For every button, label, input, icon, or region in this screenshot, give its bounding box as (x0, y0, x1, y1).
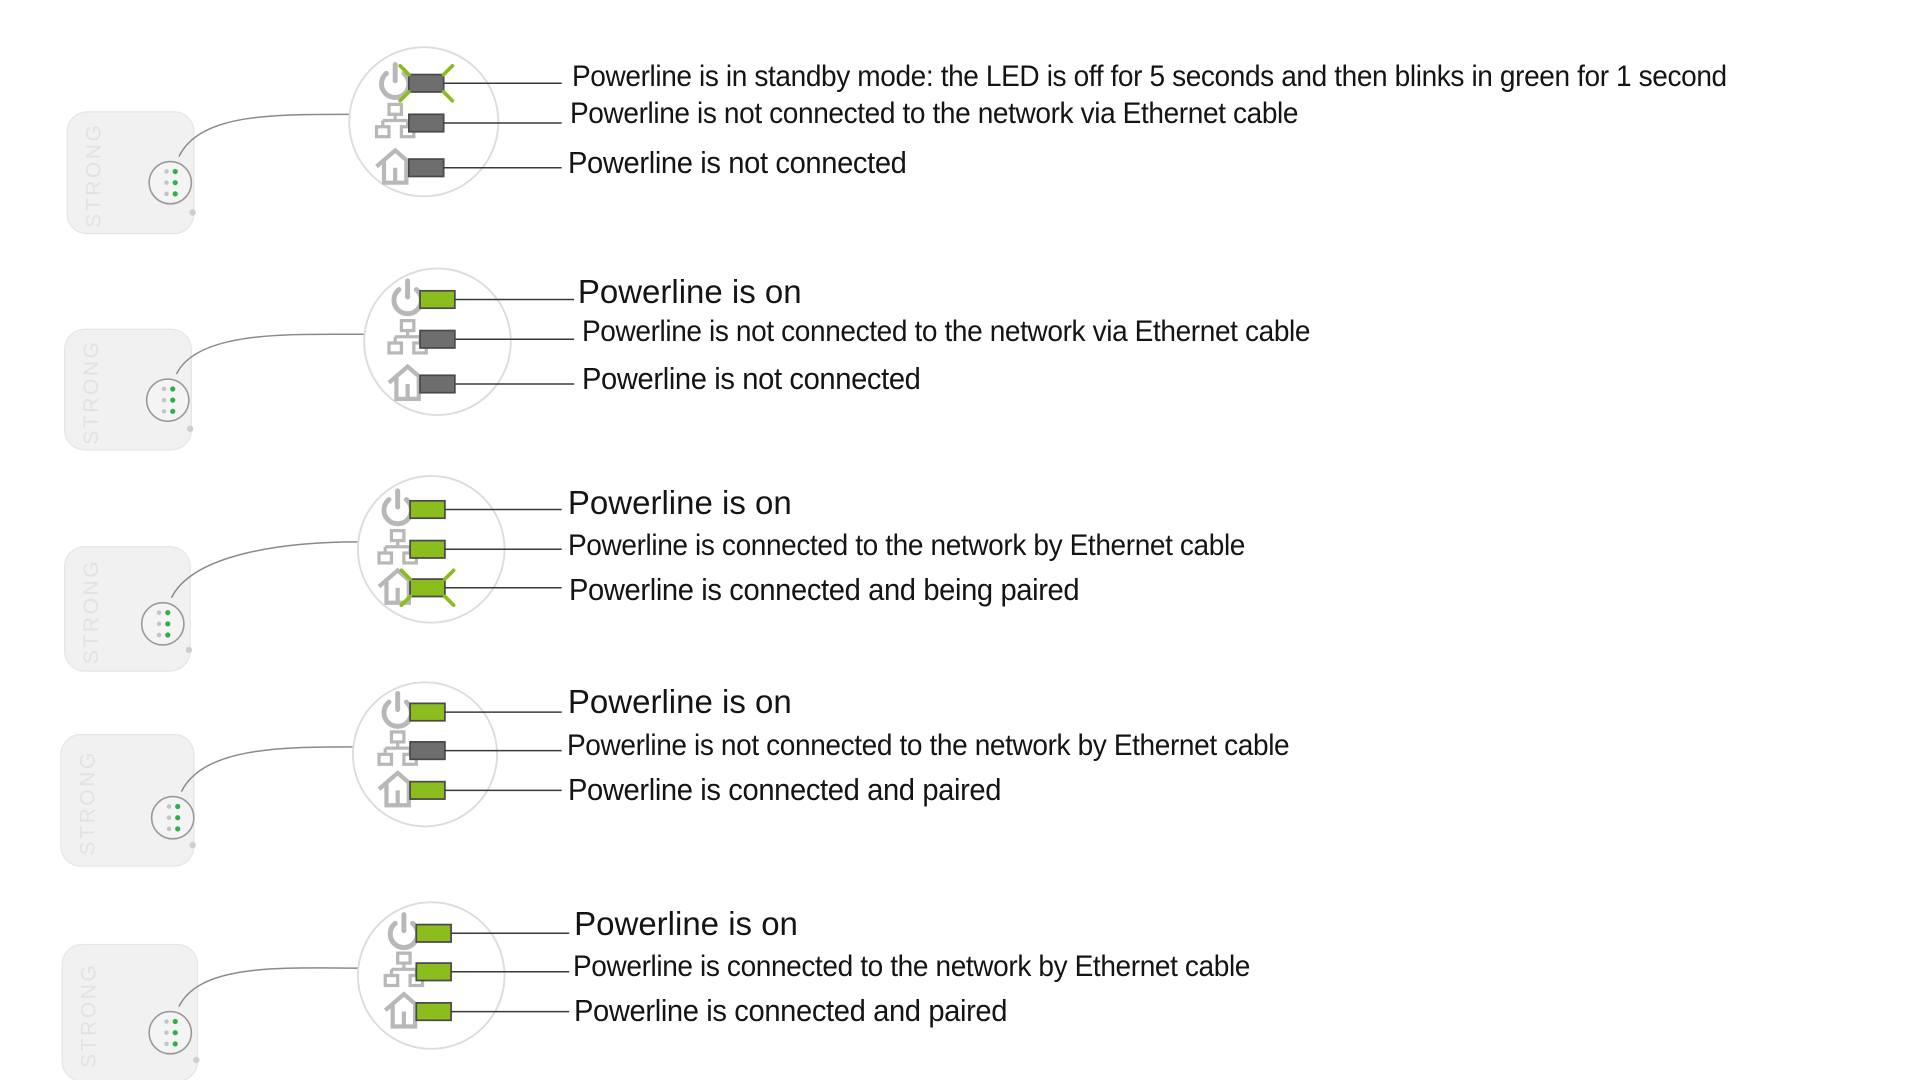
device-led-icon-dot (164, 1041, 169, 1047)
status-row: STRONG (60, 681, 562, 867)
device-led-panel (148, 1010, 193, 1055)
callout-line (180, 746, 353, 792)
led-status-label: Powerline is connected to the network by… (572, 949, 1250, 983)
device-led-dot (175, 815, 181, 821)
callout-line (178, 113, 350, 157)
device-led-dot (170, 397, 176, 403)
device-led-icon-dot (164, 169, 169, 174)
device-button (186, 425, 194, 432)
device-button (193, 1056, 200, 1064)
led-indicator (415, 1002, 452, 1022)
powerline-device (66, 111, 195, 235)
led-indicator (419, 329, 456, 349)
led-status-label: Powerline is connected to the network by… (567, 528, 1245, 562)
blink-mark (398, 64, 411, 77)
led-status-label: Powerline is connected and paired (567, 772, 1001, 808)
brand-watermark: STRONG (78, 963, 101, 1068)
blink-mark (441, 64, 455, 77)
device-button (189, 841, 196, 849)
blink-mark (398, 90, 411, 103)
led-status-label: Powerline is on (574, 905, 798, 943)
brand-watermark: STRONG (80, 339, 103, 444)
device-led-dot (172, 1018, 178, 1025)
device-led-dot (172, 1030, 178, 1036)
status-row: STRONG (66, 46, 562, 235)
device-led-icon-dot (166, 815, 172, 820)
led-indicator (409, 741, 446, 761)
callout-line (170, 541, 358, 599)
device-button (185, 646, 193, 654)
device-led-icon-dot (166, 826, 172, 832)
device-led-dot (172, 191, 178, 197)
device-led-icon-dot (164, 191, 169, 197)
led-status-label: Powerline is not connected (581, 360, 921, 396)
status-row: STRONG (64, 475, 562, 672)
led-indicator (409, 539, 446, 559)
device-led-dot (165, 610, 171, 616)
device-led-icon-dot (161, 409, 167, 414)
diagram-scaled-group: STRONG STRONG STRONG STRONG STRONG (60, 46, 575, 1080)
led-indicator (409, 702, 446, 722)
led-status-label: Powerline is not connected (567, 144, 907, 180)
device-led-dot (170, 386, 176, 392)
led-indicator (407, 73, 445, 93)
device-led-dot (165, 621, 171, 627)
device-button (189, 209, 196, 216)
led-indicator (415, 923, 452, 943)
device-led-panel (148, 160, 193, 205)
device-led-dot (170, 408, 176, 414)
led-indicator (409, 578, 446, 598)
blink-mark (399, 594, 412, 608)
device-led-icon-dot (156, 632, 162, 638)
callout-line (178, 967, 358, 1007)
device-led-dot (175, 826, 181, 832)
device-led-icon-dot (156, 621, 162, 627)
led-indicator (407, 113, 445, 133)
led-indicator (415, 962, 452, 982)
led-indicator (409, 780, 446, 800)
device-led-panel (140, 601, 185, 646)
brand-watermark: STRONG (76, 750, 99, 855)
device-led-dot (172, 180, 178, 186)
device-led-dot (172, 1041, 178, 1047)
led-status-label: Powerline is connected and being paired (569, 572, 1080, 608)
device-led-icon-dot (164, 1030, 169, 1035)
brand-watermark: STRONG (83, 123, 106, 228)
device-led-panel (150, 795, 195, 840)
led-status-label: Powerline is not connected to the networ… (581, 314, 1310, 348)
device-led-icon-dot (164, 1019, 169, 1024)
led-indicator (419, 374, 456, 394)
brand-watermark: STRONG (80, 559, 103, 664)
led-status-label: Powerline is not connected to the networ… (566, 728, 1290, 762)
led-indicator (409, 499, 446, 520)
blink-mark (443, 594, 456, 608)
blink-mark (441, 90, 455, 103)
led-status-label: Powerline is on (567, 682, 792, 720)
device-led-icon-dot (166, 804, 172, 809)
status-row: STRONG (61, 901, 570, 1080)
led-status-label: Powerline is not connected to the networ… (570, 97, 1299, 131)
device-led-dot (172, 168, 178, 175)
device-led-panel (145, 378, 190, 423)
led-status-label: Powerline is on (567, 483, 792, 521)
device-led-icon-dot (161, 386, 167, 392)
blink-mark (443, 568, 456, 581)
device-led-dot (165, 632, 171, 638)
led-status-label: Powerline is connected and paired (574, 993, 1008, 1029)
blink-mark (399, 568, 412, 581)
status-row: STRONG (64, 267, 575, 451)
led-indicator (419, 289, 456, 310)
device-led-icon-dot (156, 610, 162, 615)
led-indicator (407, 158, 445, 178)
device-led-dot (175, 803, 181, 810)
callout-line (175, 333, 365, 375)
device-led-icon-dot (161, 397, 167, 403)
led-status-label: Powerline is in standby mode: the LED is… (571, 60, 1727, 94)
led-status-label: Powerline is on (577, 272, 802, 310)
device-led-icon-dot (164, 180, 169, 185)
